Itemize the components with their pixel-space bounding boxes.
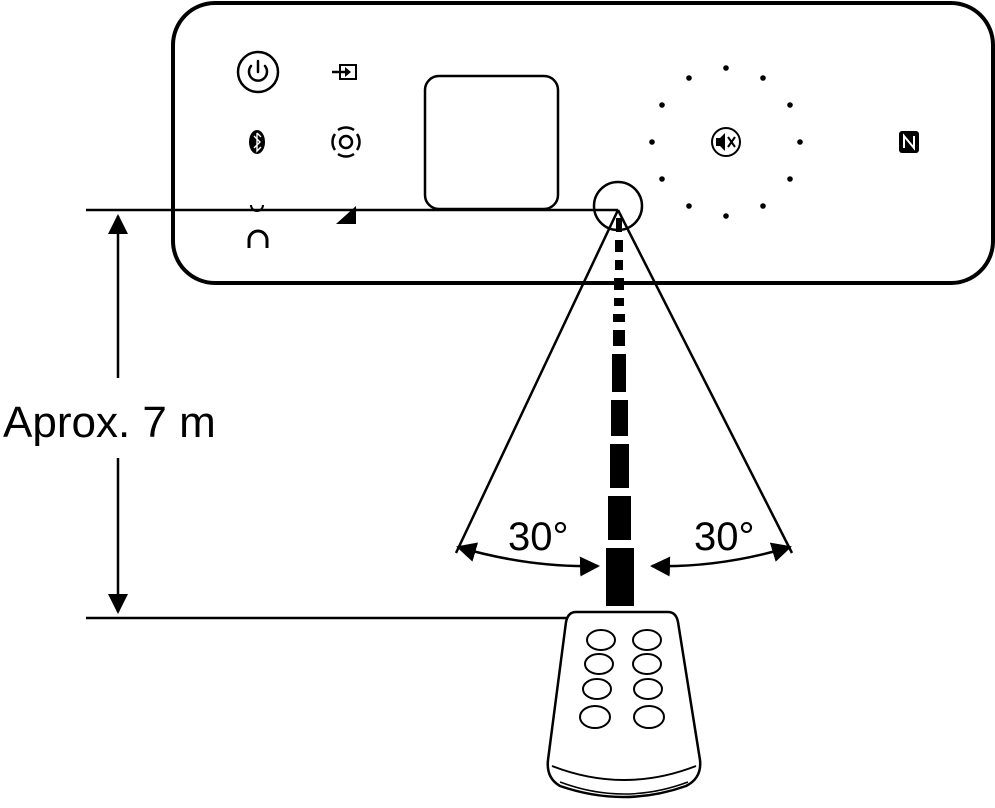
remote-button [633,705,665,729]
remote-button [632,629,662,651]
device-panel [171,1,995,285]
angle-arc-left [456,542,600,577]
surround-icon [331,126,361,158]
remote-button [632,653,662,675]
remote-button [633,678,663,700]
reception-cone [454,209,794,554]
remote-button [582,678,612,700]
nfc-icon [899,131,919,153]
remote-button [579,705,611,729]
volume-indicator-ring [649,65,803,219]
display-window [423,74,560,211]
angle-left-label: 30° [508,515,569,559]
input-icon [332,64,357,80]
power-icon [236,50,280,94]
remote-button [584,653,614,675]
bluetooth-icon [249,130,265,154]
angle-right-label: 30° [694,515,755,559]
mute-icon [711,127,741,157]
distance-label: Aprox. 7 m [3,398,216,447]
remote-button [586,629,616,651]
remote-buttons [579,629,665,729]
ir-beam [606,218,634,606]
remote-control [546,610,702,799]
angle-arc-right [650,542,792,577]
